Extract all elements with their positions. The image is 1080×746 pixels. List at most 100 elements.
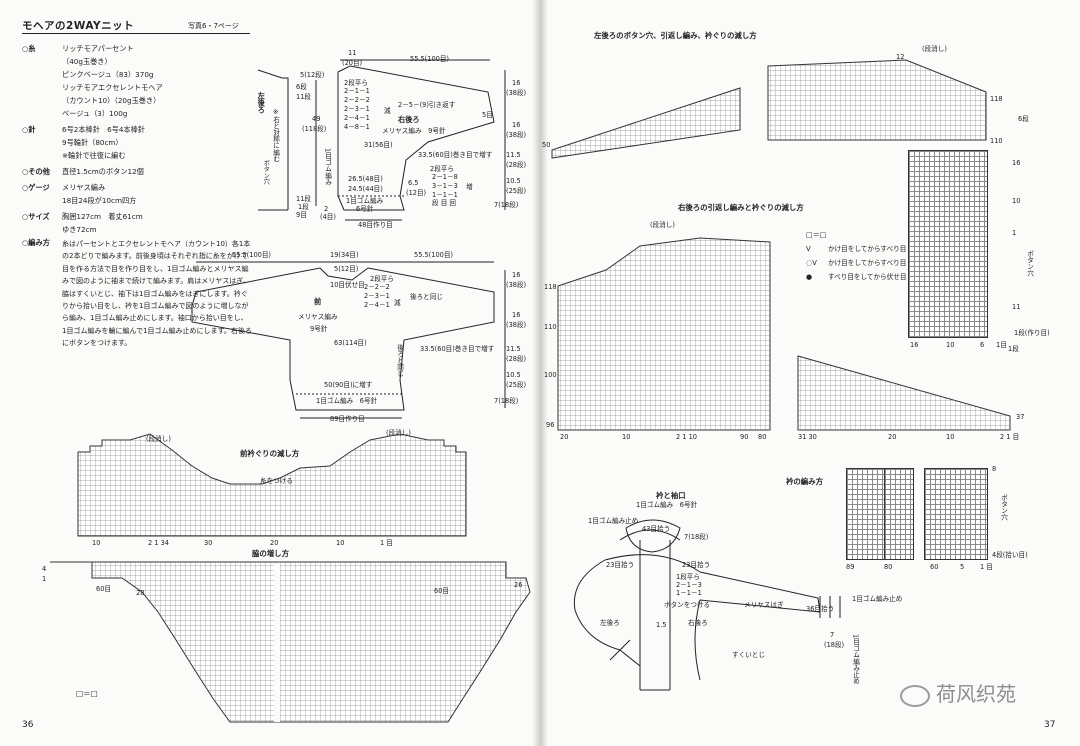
lbl-f-89: 89目作り目	[330, 415, 365, 423]
lbl-12me: (12目)	[406, 189, 427, 197]
br-x-tick: 2 1 10	[676, 433, 697, 441]
lbl-arm-4: 4	[42, 565, 47, 573]
lbl-as-rb: 右後ろ	[688, 619, 708, 627]
lbl-f-28: (28段)	[506, 355, 527, 363]
lbl-f-flat2: 2段平ら	[370, 275, 394, 283]
spec-value: 9号輪針（80cm）	[62, 138, 123, 147]
lbl-right-back: 右後ろ	[398, 115, 420, 124]
lbl-as-rib2: 1目ゴム編み止め	[851, 634, 860, 685]
br-x-tick: 10	[622, 433, 631, 441]
lbl-f-19: 19(34目)	[330, 251, 359, 259]
lbl-br-96: 96	[546, 421, 555, 429]
lbl-31-56: 31(56目)	[364, 141, 393, 149]
lbl-6needle: 6号針	[356, 205, 374, 213]
spec-value: 18目24段が10cm四方	[62, 196, 137, 205]
back-dec-row: 2－3－1	[344, 105, 370, 113]
lbl-as-15: 1.5	[656, 621, 667, 629]
spec-value: （40g玉巻き）	[62, 57, 112, 66]
lbl-danme: 段 目 回	[432, 199, 456, 207]
front-dec-row: 2－4－1	[364, 301, 390, 309]
lbl-48cast: 48目作り目	[358, 221, 393, 229]
collar-x-tick: 60	[930, 563, 939, 571]
spec-value: リッチモアパーセント	[62, 44, 134, 53]
lbl-265: 26.5(48目)	[348, 175, 383, 183]
lbl-br-short: (段消し)	[650, 221, 675, 229]
lbl-bl-1me: 1目	[996, 341, 1007, 349]
br-x-tick: 90	[740, 433, 749, 441]
lbl-f-38: (38段)	[506, 281, 527, 289]
lbl-c-bh: ボタン穴	[999, 494, 1008, 521]
cap-back-left: 左後ろのボタン穴、引返し編み、衿ぐりの減し方	[594, 31, 757, 40]
lbl-arm-key: □＝□	[76, 689, 98, 698]
legend-text: かけ目をしてからすべり目	[828, 245, 907, 253]
lbl-105: 10.5	[506, 177, 521, 185]
lbl-16b: 16	[512, 121, 521, 129]
lbl-as-meri: メリヤスはぎ	[744, 601, 784, 609]
spec-value: （カウント10）（20g玉巻き）	[62, 96, 161, 105]
lbl-neck-short-r: (段消し)	[386, 429, 411, 437]
lbl-bl-6: 6段	[1018, 115, 1029, 123]
lbl-bl-10x: 10	[946, 341, 955, 349]
cap-collar: 衿の編み方	[786, 477, 823, 486]
lbl-f-front: 前	[314, 297, 322, 306]
lbl-f-16: 16	[512, 271, 521, 279]
lbl-2: 2	[324, 205, 329, 213]
cap-armpit: 脇の増し方	[252, 549, 289, 558]
lbl-as-cap2: 1目ゴム編み 6号針	[636, 501, 698, 509]
lbl-bl-12: 12	[896, 53, 905, 61]
lbl-38b: (38段)	[506, 131, 527, 139]
front-dec-row: 2－2－2	[364, 283, 390, 291]
lbl-br-1dan: 1段	[1008, 345, 1019, 353]
spec-value: 6号2本棒針 6号4本棒針	[62, 125, 145, 134]
lbl-rib6: 1目ゴム編み	[346, 197, 384, 205]
spec-key: ○サイズ	[22, 212, 50, 221]
lbl-as-r2: 1－1－1	[676, 589, 702, 597]
lbl-bl-50: 50	[542, 141, 551, 149]
lbl-f-9: 9号針	[310, 325, 328, 333]
spec-value: リッチモアエクセレントモヘア	[62, 83, 163, 92]
lbl-245: 24.5(44目)	[348, 185, 383, 193]
lbl-as-button: ボタンをつける	[664, 601, 711, 609]
lbl-49: 49	[312, 115, 321, 123]
spec-key: ○針	[22, 125, 36, 134]
lbl-f-555r: 55.5(100目)	[414, 251, 454, 259]
lbl-dec: 減	[384, 107, 391, 115]
spec-value: 直径1.5cmのボタン12個	[62, 167, 144, 176]
br-x-tick: 20	[888, 433, 897, 441]
collar-x-tick: 89	[846, 563, 855, 571]
lbl-1dan: 1段	[298, 203, 309, 211]
lbl-br-100: 100	[544, 371, 557, 379]
neck-x-tick: 10	[336, 539, 345, 547]
lbl-bl-bh: ボタン穴	[1025, 250, 1034, 277]
front-dec-row: 2－3－1	[364, 292, 390, 300]
watermark-text: 荷风织苑	[936, 682, 1016, 706]
spec-key: ○ゲージ	[22, 183, 50, 192]
lbl-f-same: 後ろと同じ	[410, 293, 443, 301]
lbl-as-36: 36目拾う	[806, 605, 835, 613]
lbl-335: 33.5(60目)巻き目で増す	[418, 151, 493, 159]
spec-key: ○糸	[22, 44, 36, 53]
lbl-f-555l: 55.5(100目)	[232, 251, 272, 259]
back-left-center-grid	[908, 150, 988, 338]
lbl-neck-attach: 糸をつける	[260, 477, 293, 485]
lbl-c-8: 8	[992, 465, 997, 473]
lbl-f-same2: 後ろと同じ	[395, 344, 404, 377]
lbl-f-7: 7(18段)	[494, 397, 519, 405]
lbl-as-23r: 23目拾う	[682, 561, 711, 569]
book-gutter	[532, 0, 548, 746]
spec-value: ゆき72cm	[62, 225, 97, 234]
lbl-65: 6.5	[408, 179, 419, 187]
lbl-button-hole: ボタン穴	[262, 160, 270, 185]
lbl-bl-1saku: 1段(作り目)	[1014, 329, 1050, 337]
lbl-bl-110: 110	[990, 137, 1003, 145]
lbl-4me: (4目)	[320, 213, 336, 221]
lbl-60l: 60目	[96, 585, 111, 593]
lbl-as-suku: すくいとじ	[732, 651, 765, 659]
lbl-f-335: 33.5(60目)巻き目で増す	[420, 345, 495, 353]
lbl-11dan: 11段	[296, 93, 311, 101]
cap-assembly: 衿と袖口	[656, 491, 686, 500]
legend-symbol: □＝□	[806, 231, 827, 239]
spec-value: メリヤス編み	[62, 183, 106, 192]
br-x-tick: 10	[946, 433, 955, 441]
